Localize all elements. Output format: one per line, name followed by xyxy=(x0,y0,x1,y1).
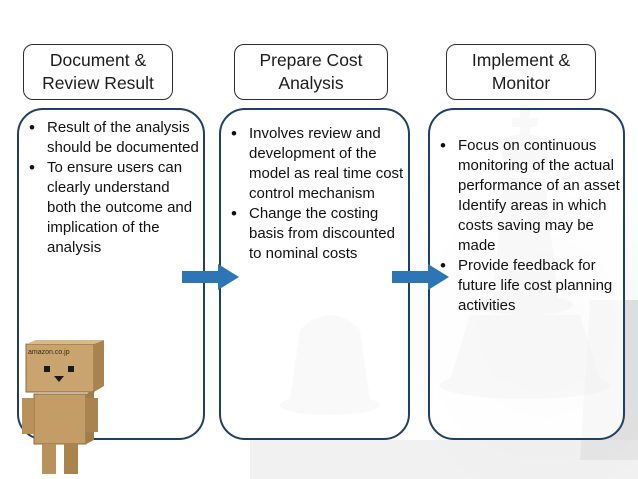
header-document-review-label: Document & Review Result xyxy=(42,50,154,93)
list-item: To ensure users can clearly understand b… xyxy=(21,158,201,258)
header-implement-monitor-label: Implement & Monitor xyxy=(471,50,571,93)
header-prepare-cost-analysis-label: Prepare Cost Analysis xyxy=(259,50,363,93)
box-label: amazon.co.jp xyxy=(28,349,70,356)
list-item-continuation: Identify areas in which costs saving may… xyxy=(458,197,607,254)
header-prepare-cost-analysis: Prepare Cost Analysis xyxy=(234,44,388,100)
list-item: Focus on continuous monitoring of the ac… xyxy=(432,136,624,196)
panel-prepare-cost-analysis: Involves review and development of the m… xyxy=(219,108,410,440)
prepare-cost-analysis-list: Involves review and development of the m… xyxy=(223,124,407,264)
document-review-list: Result of the analysis should be documen… xyxy=(21,118,201,258)
arrow-right-icon xyxy=(182,264,239,290)
list-item: Change the costing basis from discounted… xyxy=(223,204,407,264)
cardboard-robot-image: amazon.co.jp xyxy=(22,340,104,474)
header-document-review: Document & Review Result xyxy=(23,44,173,100)
list-item: Involves review and development of the m… xyxy=(223,124,407,204)
panel-document-review: Result of the analysis should be documen… xyxy=(17,108,205,440)
list-item: Result of the analysis should be documen… xyxy=(21,118,201,158)
panel-implement-monitor: Focus on continuous monitoring of the ac… xyxy=(428,108,625,440)
arrow-right-icon xyxy=(392,264,449,290)
list-item: Provide feedback for future life cost pl… xyxy=(432,256,624,316)
header-implement-monitor: Implement & Monitor xyxy=(446,44,596,100)
implement-monitor-list: Focus on continuous monitoring of the ac… xyxy=(432,136,624,316)
